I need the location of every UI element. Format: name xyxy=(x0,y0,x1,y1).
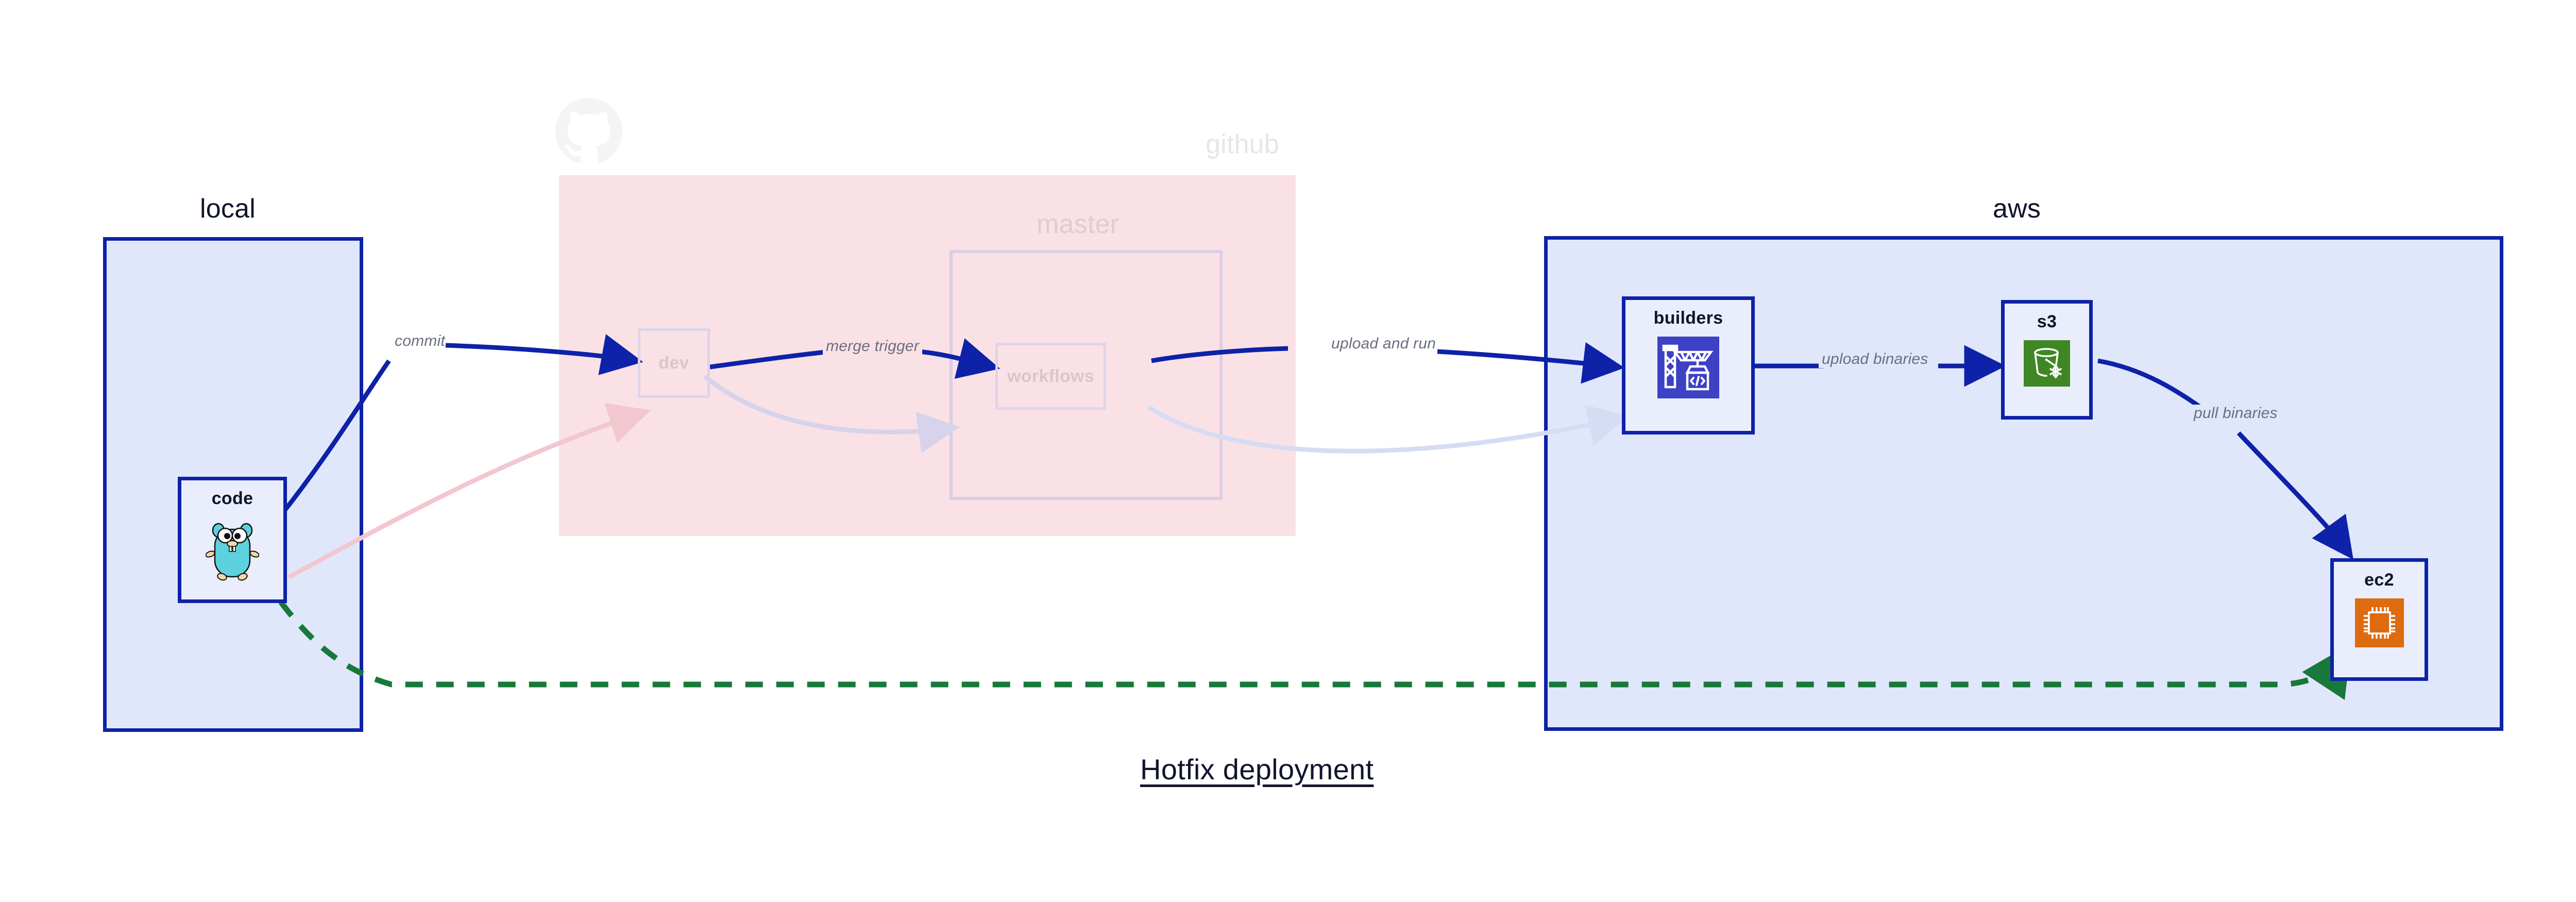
cluster-github-title: github xyxy=(1206,129,1279,159)
node-s3-label: s3 xyxy=(2037,312,2057,331)
node-ec2-label: ec2 xyxy=(2364,570,2394,590)
cluster-local-title: local xyxy=(200,194,256,224)
node-workflows-label: workflows xyxy=(1007,366,1094,386)
diagram-caption: Hotfix deployment xyxy=(1140,753,1374,786)
node-ec2[interactable]: ec2 xyxy=(2330,558,2428,681)
edge-label-upload-and-run: upload and run xyxy=(1331,335,1436,352)
node-workflows[interactable]: workflows xyxy=(995,343,1106,410)
aws-codebuild-crane-icon xyxy=(1657,337,1719,401)
edge-label-commit: commit xyxy=(395,332,445,349)
node-builders[interactable]: builders xyxy=(1622,296,1755,435)
edge-label-merge-trigger: merge trigger xyxy=(823,338,923,355)
cluster-aws-title: aws xyxy=(1993,194,2041,224)
node-builders-label: builders xyxy=(1653,308,1723,328)
node-dev[interactable]: dev xyxy=(638,328,710,398)
node-code-label: code xyxy=(211,489,253,508)
edge-label-upload-binaries: upload binaries xyxy=(1819,350,1931,368)
node-s3[interactable]: s3 xyxy=(2001,300,2093,420)
edge-label-pull-binaries: pull binaries xyxy=(2191,405,2281,422)
node-dev-label: dev xyxy=(658,353,689,373)
github-octocat-icon xyxy=(555,98,622,165)
node-code[interactable]: code xyxy=(178,477,287,603)
aws-s3-bucket-icon xyxy=(2024,340,2070,389)
cluster-master-title: master xyxy=(1037,209,1120,239)
go-gopher-icon xyxy=(205,517,260,583)
aws-ec2-chip-icon xyxy=(2354,598,2404,650)
